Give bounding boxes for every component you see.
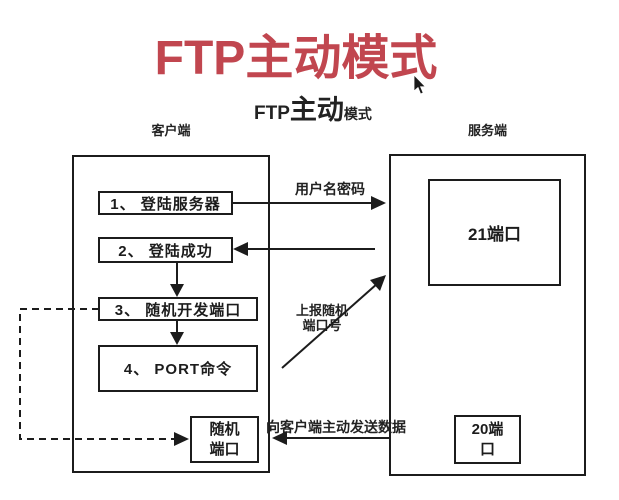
client-zone-label: 客户端 (151, 123, 191, 138)
push-data-arrow-label: 向客户端主动发送数据 (266, 419, 406, 435)
diagram-subtitle: FTP主动模式 (254, 88, 372, 127)
report-random-port-arrowhead-icon (370, 275, 386, 291)
report-random-port-arrow-label: 上报随机 端口号 (295, 303, 348, 333)
subtitle-suffix: 模式 (343, 106, 372, 122)
subtitle-main: 主动 (289, 95, 344, 125)
server-port-21-box: 21端口 (428, 179, 561, 286)
step-4-port-command-box: 4、 PORT命令 (98, 345, 258, 392)
step-3-random-open-port-box: 3、 随机开发端口 (98, 297, 258, 321)
login-credentials-arrow-label: 用户名密码 (295, 181, 365, 197)
step-2-login-success-box: 2、 登陆成功 (98, 237, 233, 263)
server-zone-label: 服务端 (467, 123, 507, 138)
step-1-login-server-box: 1、 登陆服务器 (98, 191, 233, 215)
client-random-port-box: 随机 端口 (190, 416, 259, 463)
server-container-box (389, 154, 586, 476)
mouse-cursor-icon (413, 75, 427, 95)
subtitle-prefix: FTP (254, 103, 290, 124)
cursor-arrow-shape (413, 75, 427, 95)
server-port-20-box: 20端 口 (454, 415, 521, 464)
page-title: FTP主动模式 (154, 32, 438, 85)
